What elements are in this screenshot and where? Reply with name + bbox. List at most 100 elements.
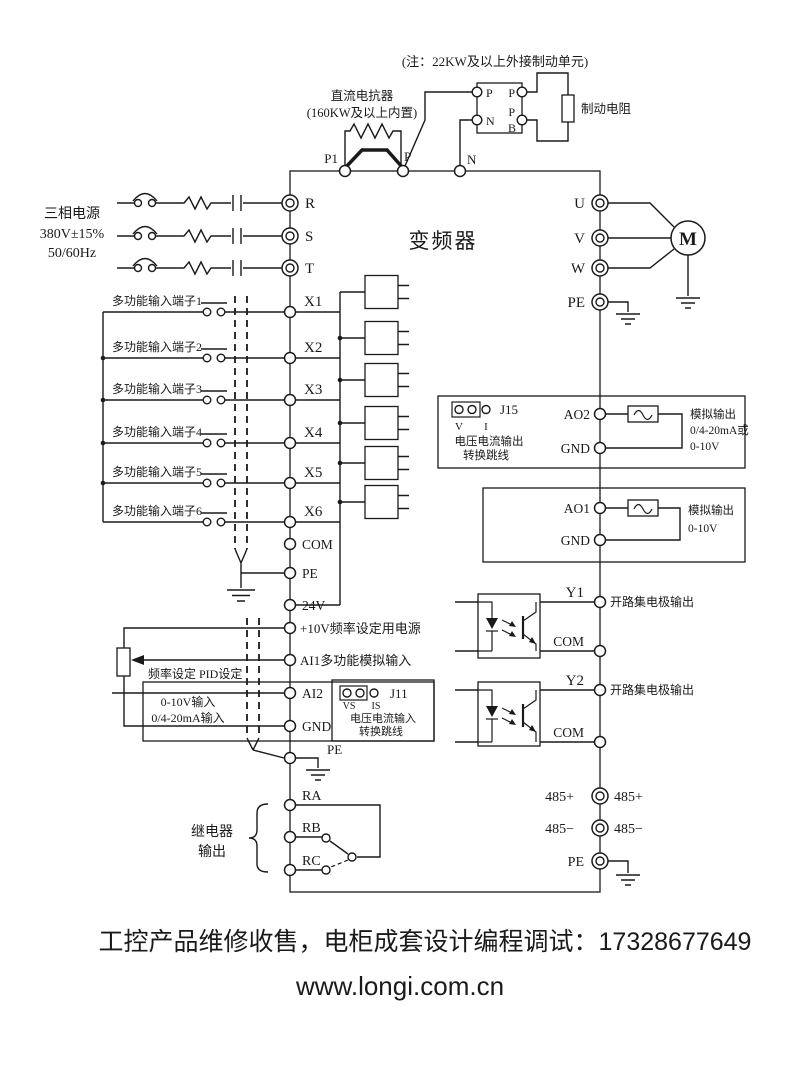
digital-input-section: 多功能输入端子1 X1 多功能输入端子2 X2 多功能输入端子3 X3 (100, 274, 409, 613)
j11-pin-is (369, 688, 379, 698)
terminal-w (591, 259, 609, 277)
input-isolator-4 (364, 405, 399, 441)
inverter-title: 变频器 (409, 229, 478, 253)
ao2-out-label-2: 0/4-20mA或 (690, 424, 749, 437)
terminal-label-r: R (305, 196, 315, 212)
terminal-label-ai1: AI1多功能模拟输入 (300, 653, 411, 668)
terminal-label-x6: X6 (304, 504, 323, 520)
j15-jumper-cap (451, 401, 481, 418)
brake-label-pb-b: B (508, 121, 516, 135)
phase-line-t (117, 257, 282, 276)
dc-reactor-symbol (344, 122, 402, 165)
terminal-gnd-left (283, 719, 297, 733)
label-485-minus-left: 485− (545, 822, 574, 837)
terminal-x1 (283, 305, 297, 319)
terminal-label-com: COM (302, 537, 333, 552)
brake-label-pb-p: P (508, 105, 515, 119)
terminal-label-24v: 24V (302, 598, 326, 613)
terminal-label-x5: X5 (304, 465, 322, 481)
j15-i-label: I (484, 421, 488, 433)
terminal-n (453, 164, 467, 178)
brake-terminal-p-right (516, 86, 528, 98)
terminal-x4 (283, 436, 297, 450)
j15-desc-1: 电压电流输出 (455, 434, 524, 448)
relay-brace (248, 803, 269, 873)
input-isolator-2 (364, 320, 399, 356)
motor-ground-icon (676, 297, 700, 309)
terminal-s (281, 227, 299, 245)
terminal-p1 (338, 164, 352, 178)
analog-pe-ground-icon (306, 769, 330, 781)
input-switch-4 (202, 438, 212, 448)
j11-is-label: IS (372, 701, 381, 712)
terminal-label-10v: +10V频率设定用电源 (300, 621, 421, 636)
relay-output-section: RA RB RC 继电器 输出 (191, 789, 381, 877)
terminal-label-p: P (404, 149, 411, 164)
terminal-x6 (283, 515, 297, 529)
input-switch-6 (202, 517, 212, 527)
terminal-ai2 (283, 686, 297, 700)
terminal-rb (283, 830, 297, 844)
terminal-label-w: W (571, 261, 586, 277)
terminal-label-ao1: AO1 (564, 501, 590, 516)
ao1-meter-icon (627, 499, 659, 517)
terminal-pe-bottom (591, 852, 609, 870)
terminal-label-rb: RB (302, 821, 321, 836)
terminal-ao2 (593, 407, 607, 421)
terminal-v (591, 229, 609, 247)
terminal-label-s: S (305, 229, 313, 245)
terminal-485-minus (591, 819, 609, 837)
terminal-x2 (283, 351, 297, 365)
terminal-y1-com (593, 644, 607, 658)
terminal-y2 (593, 683, 607, 697)
relay-contact-rb (321, 833, 331, 843)
j11-vs-label: VS (343, 701, 356, 712)
ao2-out-label-3: 0-10V (690, 441, 720, 453)
input-isolator-5 (364, 445, 399, 481)
terminal-10v (283, 621, 297, 635)
terminal-pe-left (283, 566, 297, 580)
terminal-label-p1: P1 (324, 151, 338, 166)
terminal-pe-analog (283, 751, 297, 765)
terminal-p (396, 164, 410, 178)
phase-line-s (117, 225, 282, 244)
j11-desc-2: 转换跳线 (359, 724, 403, 738)
terminal-label-x4: X4 (304, 425, 323, 441)
optocoupler-y2-icon (455, 681, 595, 747)
y2-desc: 开路集电极输出 (610, 682, 694, 697)
terminal-y2-com (593, 735, 607, 749)
optocoupler-y1-icon (455, 593, 595, 659)
terminal-label-ra: RA (302, 789, 322, 804)
terminal-ao2-gnd (593, 441, 607, 455)
terminal-r (281, 194, 299, 212)
digital-input-row-2: 多功能输入端子2 X2 (103, 320, 409, 365)
digital-input-row-6: 多功能输入端子6 X6 (103, 484, 409, 529)
brake-terminal-n-left (471, 114, 483, 126)
brake-terminal-pb-right (516, 114, 528, 126)
j11-jumper: J11 VS IS 电压电流输入 转换跳线 (331, 679, 435, 742)
terminal-ao1-gnd (593, 533, 607, 547)
terminal-label-x2: X2 (304, 340, 322, 356)
j15-ao2-section: J15 V I 电压电流输出 转换跳线 AO2 GND 模拟输出 0/4-20m… (437, 395, 749, 469)
relay-contact-rc (321, 865, 331, 875)
shield-cable-digital (234, 296, 248, 549)
j15-desc-2: 转换跳线 (463, 448, 509, 462)
footer-line-1: 工控产品维修收售，电柜成套设计编程调试：17328677649 (99, 928, 752, 956)
n-to-brake-wire (459, 119, 472, 166)
terminal-label-ao2-gnd: GND (561, 441, 590, 456)
terminal-label-t: T (305, 261, 314, 277)
brake-resistor-symbol (561, 94, 575, 123)
input-switch-2 (202, 353, 212, 363)
note-text: (注：22KW及以上外接制动单元) (402, 54, 588, 69)
label-485-plus-right: 485+ (614, 790, 643, 805)
motor-letter: M (679, 229, 697, 250)
ao1-section: AO1 GND 模拟输出 0-10V (482, 487, 746, 563)
footer-line-2: www.longi.com.cn (295, 971, 504, 1001)
input-label-3: 多功能输入端子3 (112, 381, 202, 396)
j15-name: J15 (500, 402, 518, 417)
j11-name: J11 (390, 686, 408, 701)
terminal-label-y1-com: COM (553, 634, 584, 649)
input-switch-3 (202, 395, 212, 405)
power-label-1: 三相电源 (44, 206, 100, 222)
